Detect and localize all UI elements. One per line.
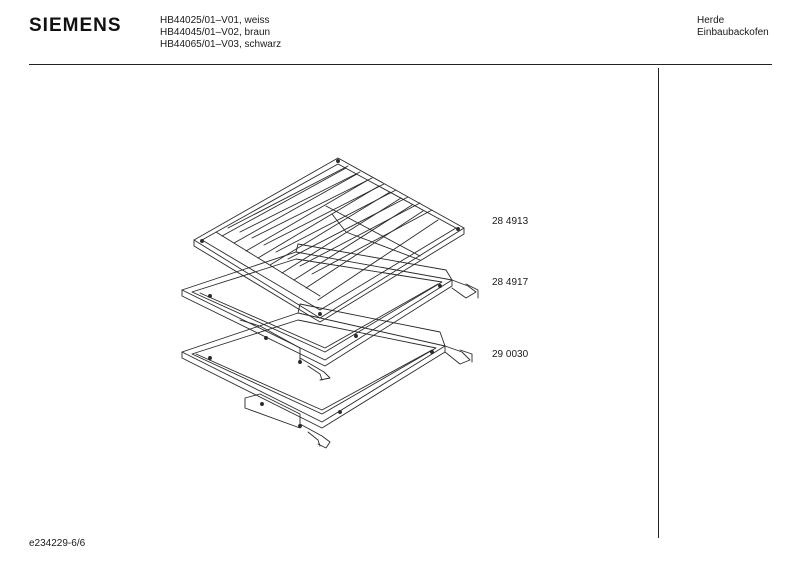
category-line: Herde (697, 15, 725, 26)
model-line: HB44065/01–V03, schwarz (160, 39, 282, 50)
model-line: HB44045/01–V02, braun (160, 27, 271, 38)
category-line: Einbaubackofen (697, 27, 769, 38)
baking-tray-bottom (181, 303, 473, 449)
column-divider (658, 68, 659, 538)
brand-logo: SIEMENS (29, 15, 122, 36)
baking-tray-middle (181, 243, 479, 381)
wire-grid-rack (193, 157, 465, 323)
product-category: Herde Einbaubackofen (697, 15, 769, 39)
header-divider (29, 64, 772, 65)
part-number-label: 28 4913 (492, 216, 529, 227)
model-line: HB44025/01–V01, weiss (160, 15, 270, 26)
part-number-label: 29 0030 (492, 349, 529, 360)
model-list: HB44025/01–V01, weiss HB44045/01–V02, br… (160, 15, 281, 51)
part-number-label: 28 4917 (492, 277, 529, 288)
document-id: e234229-6/6 (29, 538, 86, 549)
